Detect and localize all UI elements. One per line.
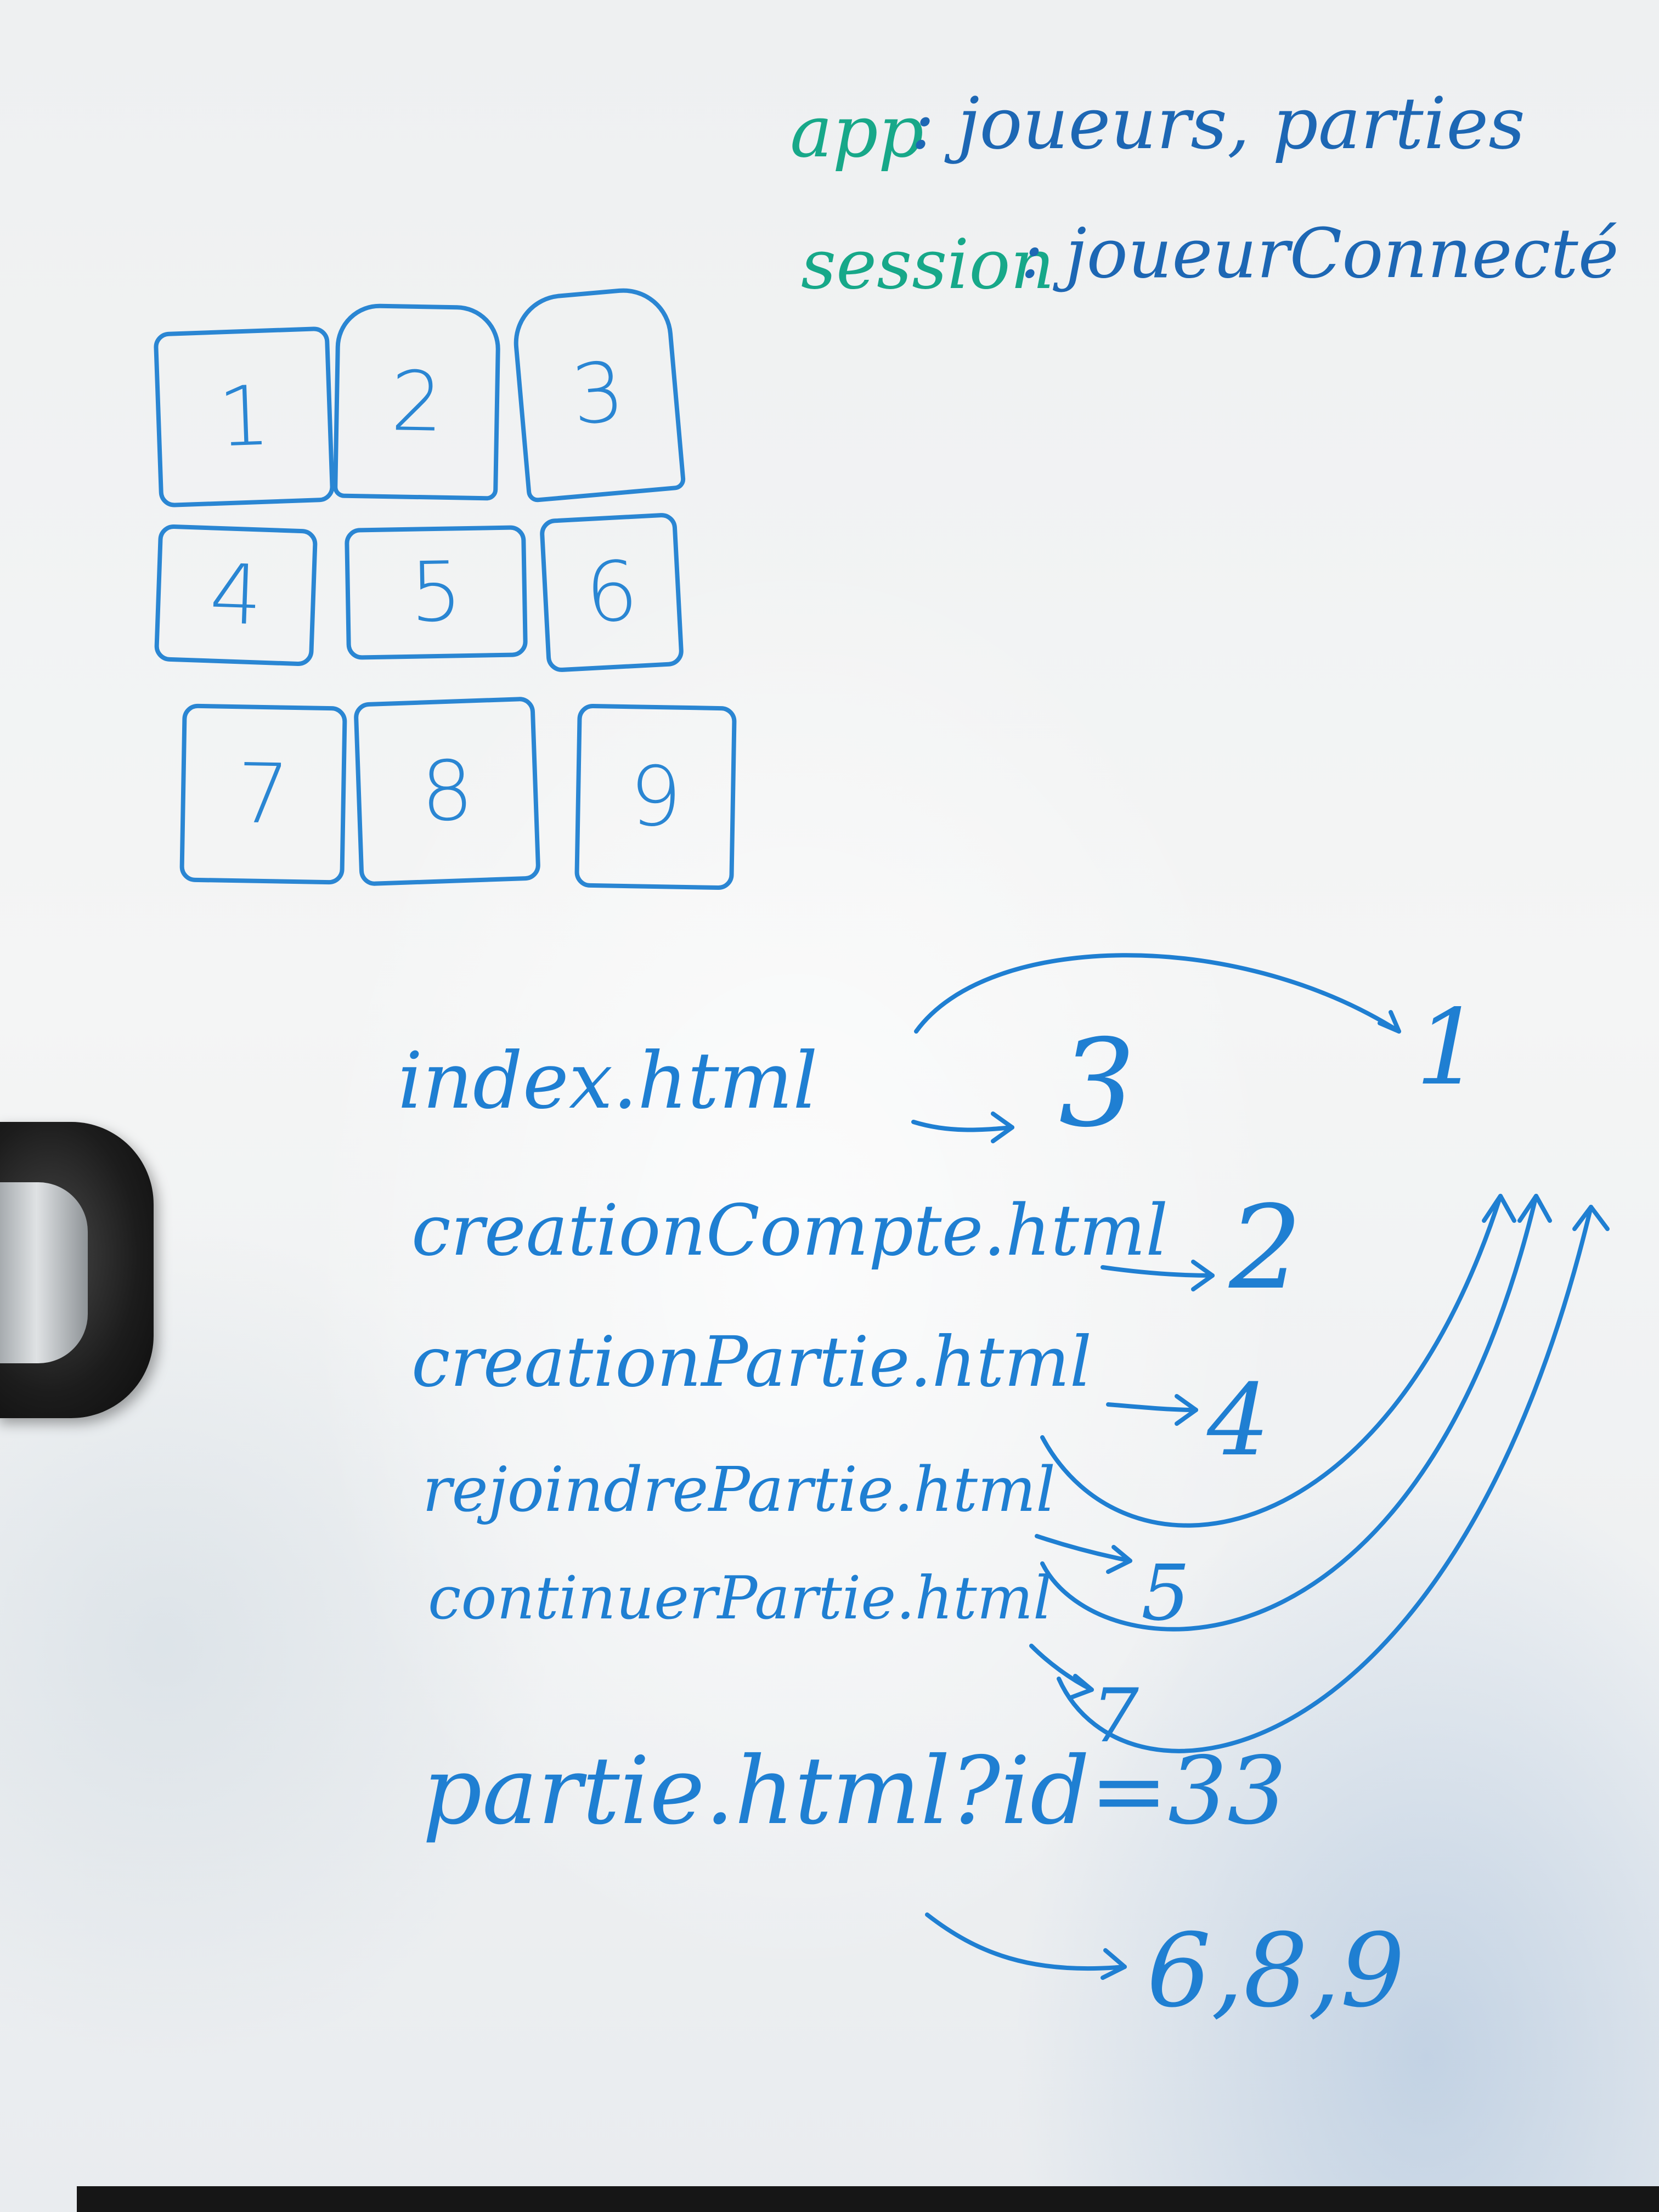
arrow-index-to-1: [914, 953, 1401, 1034]
route-continuer-partie-target: 7: [1092, 1673, 1139, 1759]
arrow-game-route: [925, 1912, 1127, 1971]
route-index-target: 3: [1059, 1013, 1136, 1154]
return-curve-1-head: [1482, 1194, 1516, 1223]
app-label: app: [790, 90, 924, 173]
arrow-index-to-1-head: [1378, 1010, 1401, 1034]
return-curve-3-head: [1572, 1205, 1610, 1231]
return-target: 1: [1415, 987, 1482, 1108]
arrow-creation-partie-to-4-head: [1175, 1394, 1198, 1426]
arrow-game-route-head: [1101, 1948, 1127, 1980]
whiteboard-magnet-icon: [0, 1122, 154, 1418]
return-curve-3: [1057, 1205, 1593, 1753]
app-value: : joueurs, parties: [911, 82, 1525, 165]
session-label: session: [801, 225, 1055, 304]
return-curve-2-head: [1517, 1194, 1552, 1223]
return-curve-2: [1040, 1194, 1538, 1632]
arrow-creation-compte-to-2-head: [1191, 1260, 1215, 1291]
route-continuer-partie-page: continuerPartie.html: [428, 1564, 1052, 1633]
arrow-creation-compte-to-2: [1101, 1265, 1215, 1278]
arrow-continuer-to-7-head: [1068, 1674, 1094, 1700]
arrow-index-to-3: [911, 1120, 1014, 1132]
route-creation-compte-target: 2: [1229, 1181, 1302, 1315]
route-creation-partie-page: creationPartie.html: [411, 1322, 1092, 1402]
return-curve-1: [1040, 1194, 1503, 1528]
route-creation-partie-target: 4: [1207, 1363, 1270, 1478]
arrow-rejoindre-to-5-head: [1106, 1545, 1132, 1574]
magnet-shine: [0, 1182, 88, 1363]
bottom-frame: [77, 2186, 1659, 2212]
session-value: : joueurConnecté: [1020, 214, 1619, 294]
game-route-page: partie.html?id=33: [422, 1737, 1287, 1846]
arrow-rejoindre-to-5: [1035, 1534, 1132, 1563]
route-rejoindre-partie-target: 5: [1141, 1549, 1190, 1638]
arrow-creation-partie-to-4: [1106, 1402, 1198, 1412]
route-creation-compte-page: creationCompte.html: [411, 1190, 1169, 1272]
arrow-index-to-3-head: [991, 1111, 1014, 1143]
route-index-page: index.html: [398, 1036, 818, 1126]
route-rejoindre-partie-page: rejoindrePartie.html: [422, 1454, 1056, 1526]
game-route-target: 6,8,9: [1147, 1911, 1405, 2030]
